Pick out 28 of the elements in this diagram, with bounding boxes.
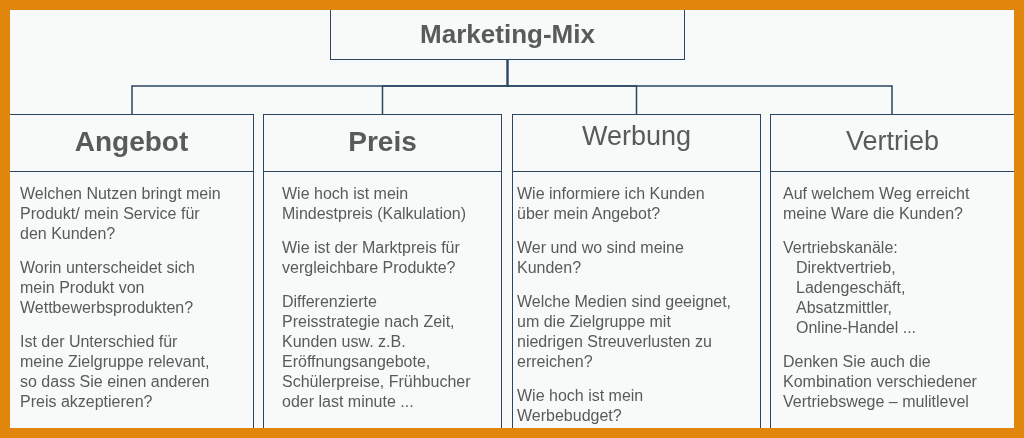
list-item-text: Absatzmittler,	[796, 298, 894, 318]
title-text: Marketing-Mix	[420, 19, 595, 50]
body-text: Worin unterscheidet sich mein Produkt von Wettbewerbsprodukten?	[20, 258, 196, 318]
body-text: Wie informiere ich Kunden über mein Angebot?	[517, 184, 706, 224]
body-text: Differenzierte Preisstrategie nach Zeit, Kunden usw. z.B. Eröffnungsangebote, Schülerpreise, Frühbucher oder last minute ...	[282, 292, 472, 412]
category-box	[263, 114, 502, 428]
body-text: Wie hoch ist mein Mindestpreis (Kalkulation)	[282, 184, 468, 224]
body-text: Wie ist der Marktpreis für vergleichbare Produkte?	[282, 238, 461, 278]
body-text: Wer und wo sind meine Kunden?	[517, 238, 685, 278]
body-text: Auf welchem Weg erreicht meine Ware die Kunden?	[783, 184, 971, 224]
body-text: Vertriebskanäle:	[783, 238, 899, 258]
body-text: Denken Sie auch die Kombination verschiedener Vertriebswege – mulitlevel	[783, 352, 978, 412]
category-heading: Werbung	[581, 120, 692, 152]
category-box	[512, 114, 761, 428]
body-text: Welche Medien sind geeignet, um die Zielgruppe mit niedrigen Streuverlusten zu erreichen?	[517, 292, 733, 372]
category-box	[770, 114, 1014, 428]
category-heading: Preis	[348, 126, 417, 158]
category-heading: Vertrieb	[845, 125, 940, 157]
title-box	[330, 10, 685, 60]
body-text: Wie hoch ist mein Werbebudget?	[517, 386, 645, 426]
body-text: Ist der Unterschied für meine Zielgruppe relevant, so dass Sie einen anderen Preis akzeptieren?	[20, 332, 211, 412]
category-box	[10, 114, 254, 428]
list-item-text: Direktvertrieb,	[796, 258, 897, 278]
list-item-text: Online-Handel ...	[796, 318, 918, 338]
list-item-text: Ladengeschäft,	[796, 278, 907, 298]
category-heading: Angebot	[74, 126, 189, 158]
body-text: Welchen Nutzen bringt mein Produkt/ mein Service für den Kunden?	[20, 184, 222, 244]
connector-line	[506, 59, 893, 115]
